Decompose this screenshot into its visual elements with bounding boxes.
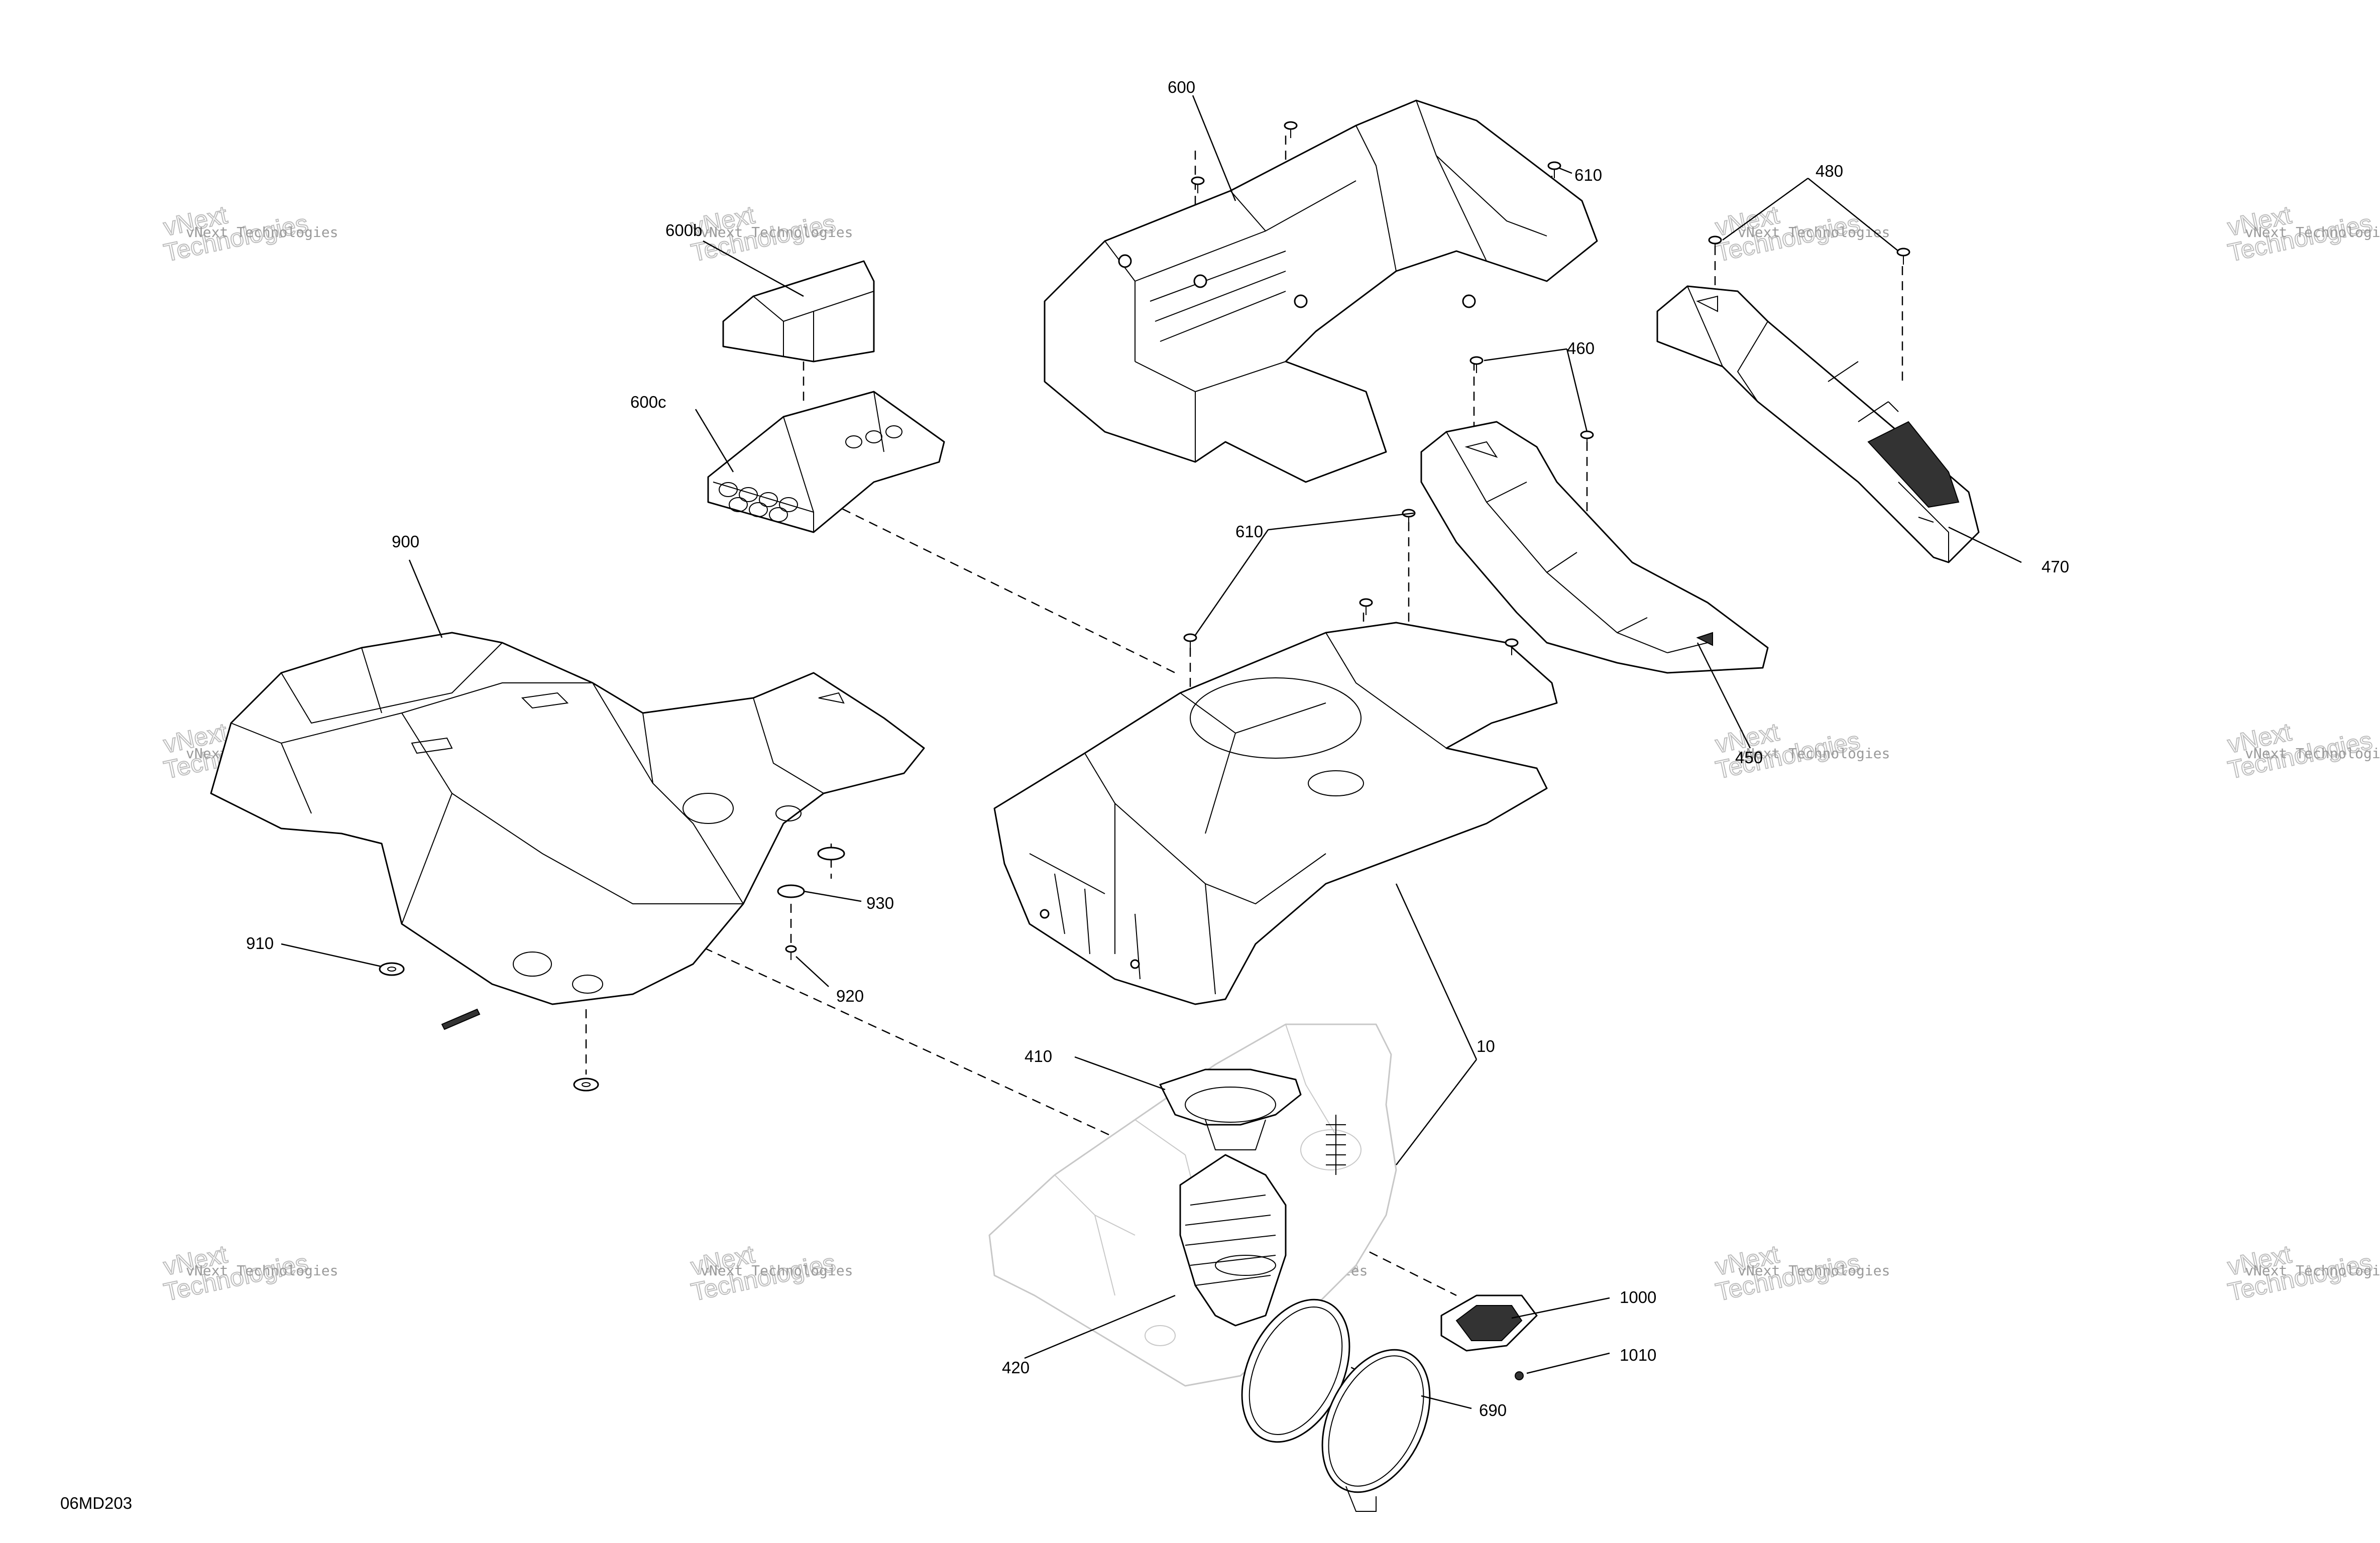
callout-450: 450 xyxy=(1735,748,1763,767)
washer-icon xyxy=(573,1078,599,1092)
part-410-intake-flange xyxy=(1159,1069,1302,1150)
washer-icon xyxy=(777,884,805,898)
callout-labels: 600 610 480 600b 600c 460 610 470 900 45… xyxy=(246,78,2069,1419)
callout-460: 460 xyxy=(1567,339,1595,358)
screw-icon xyxy=(1191,176,1205,193)
watermark-text: vNext Technologies xyxy=(2245,745,2380,762)
watermark-text: vNext Technologies xyxy=(701,1262,853,1279)
part-420-intake-duct xyxy=(1179,1154,1287,1327)
part-450-left-handle xyxy=(1420,421,1769,674)
part-470-right-handle xyxy=(1656,285,1980,563)
screw-icon xyxy=(1359,598,1373,615)
callout-600c: 600c xyxy=(630,393,666,411)
part-600-upper-console xyxy=(1044,99,1598,483)
washer-icon xyxy=(817,847,845,861)
callout-610-lower: 610 xyxy=(1235,522,1263,541)
watermark-text: vNext Technologies xyxy=(1738,224,1890,241)
callout-10: 10 xyxy=(1477,1037,1495,1055)
callout-420: 420 xyxy=(1002,1358,1030,1377)
watermark: vNext Technologies xyxy=(2225,717,2375,784)
washer-icon xyxy=(379,962,405,976)
callout-690: 690 xyxy=(1479,1401,1507,1419)
callout-930: 930 xyxy=(866,894,894,912)
screw-icon xyxy=(1183,633,1197,650)
screw-icon xyxy=(1547,161,1561,178)
screw-icon xyxy=(785,945,797,960)
leader-lines xyxy=(281,95,2022,1409)
callout-1000: 1000 xyxy=(1620,1288,1656,1307)
nut-icon xyxy=(1515,1371,1524,1380)
watermark-text: vNext Technologies xyxy=(1738,1262,1890,1279)
callout-410: 410 xyxy=(1025,1047,1052,1065)
callout-910: 910 xyxy=(246,934,274,953)
screw-icon xyxy=(1284,121,1298,138)
watermark-text: vNext Technologies xyxy=(186,224,338,241)
watermark-text: vNext Technologies xyxy=(2245,224,2380,241)
screw-icon xyxy=(1402,509,1416,526)
filter-grille xyxy=(719,425,902,522)
screw-icon xyxy=(1708,235,1722,253)
callout-470: 470 xyxy=(2042,557,2069,576)
callout-600b: 600b xyxy=(665,221,702,240)
screw-icon xyxy=(1580,430,1594,447)
diagram-code: 06MD203 xyxy=(60,1494,132,1512)
callout-600: 600 xyxy=(1168,78,1195,96)
screw-icon xyxy=(1896,248,1910,265)
part-1000-cap xyxy=(1440,1294,1538,1352)
watermark-text: vNext Technologies xyxy=(2245,1262,2380,1279)
fasteners xyxy=(379,121,1910,1380)
part-600b-filter-cover xyxy=(722,260,875,363)
watermark: vNext Technologies xyxy=(1713,717,1863,784)
screw-icon xyxy=(1505,638,1519,655)
callout-920: 920 xyxy=(836,987,864,1005)
callout-610-upper: 610 xyxy=(1574,166,1602,184)
spring-fastener xyxy=(1326,1115,1346,1175)
callout-900: 900 xyxy=(392,532,419,551)
part-10-console-tub xyxy=(993,622,1558,1005)
part-900-skid-plate xyxy=(210,632,925,1030)
callout-480: 480 xyxy=(1816,162,1843,180)
part-600c-filter-frame xyxy=(707,391,945,533)
part-690-hose-clamp xyxy=(1241,1298,1431,1512)
watermark-text: vNext Technologies xyxy=(701,224,853,241)
watermark-text: vNext Technologies xyxy=(186,1262,338,1279)
screw-icon xyxy=(1469,356,1484,373)
watermark-text: vNext Technologies xyxy=(1738,745,1890,762)
callout-1010: 1010 xyxy=(1620,1346,1656,1364)
